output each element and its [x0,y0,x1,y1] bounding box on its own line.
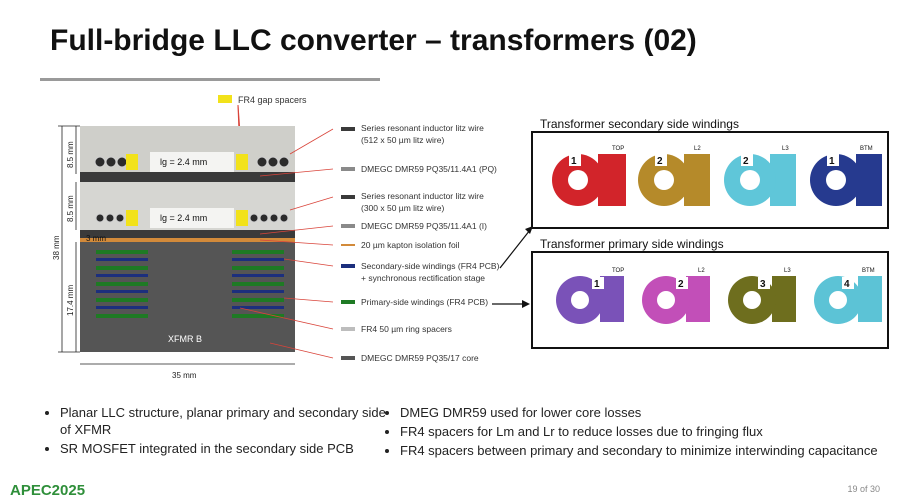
callout-primary: Primary-side windings (FR4 PCB) [361,297,488,307]
primary-num-btm: 4 [844,279,850,290]
bullet-item: DMEG DMR59 used for lower core losses [400,404,880,421]
transformer-diagram: FR4 gap spacers lg = 2.4 mm lg = 2.4 mm [52,95,889,380]
bullet-item: FR4 spacers between primary and secondar… [400,442,880,459]
callout-secondary: Secondary-side windings (FR4 PCB) [361,261,500,271]
secondary-panel-title: Transformer secondary side windings [540,117,739,131]
page-number: 19 of 30 [847,484,880,494]
bullet-item: Planar LLC structure, planar primary and… [60,404,390,438]
gap-label-1: lg = 2.4 mm [160,157,207,167]
gap-spacer-4 [236,210,248,226]
dim-3: 3 mm [86,234,106,243]
primary-layer-top-label: TOP [612,268,624,274]
primary-layer-l3-label: L3 [784,268,791,274]
title-underline [40,78,380,81]
primary-num-l2: 2 [678,279,684,290]
arrowhead-primary [522,300,530,308]
secondary-layer-btm: 1 BTM [810,146,882,206]
callout-core-pq: DMEGC DMR59 PQ35/11.4A1 (PQ) [361,164,497,174]
swatch-primary [341,300,355,304]
bullet-item: FR4 spacers for Lm and Lr to reduce loss… [400,423,880,440]
callout-litz-2: Series resonant inductor litz wire [361,191,484,201]
swatch-secondary [341,264,355,268]
primary-num-l3: 3 [760,279,766,290]
page-title: Full-bridge LLC converter – transformers… [50,24,697,57]
swatch-core-pq [341,167,355,171]
secondary-num-top: 1 [571,156,577,167]
callout-kapton: 20 µm kapton isolation foil [361,240,460,250]
secondary-num-l3: 2 [743,156,749,167]
callout-sr-stage: + synchronous rectification stage [361,273,485,283]
dim-17-4: 17.4 mm [66,285,75,316]
primary-layer-top: 1 TOP [556,268,624,324]
dim-38: 38 mm [52,235,61,260]
secondary-layer-l2-label: L2 [694,146,701,152]
swatch-ring-spacers [341,327,355,331]
apec-logo: APEC2025 [10,482,86,499]
primary-layer-btm: 4 BTM [814,268,882,324]
gap-spacer-2 [236,154,248,170]
kapton-foil [80,238,295,242]
callout-core-17: DMEGC DMR59 PQ35/17 core [361,353,479,363]
callout-ring-spacers: FR4 50 µm ring spacers [361,324,452,334]
callout-litz-1: Series resonant inductor litz wire [361,123,484,133]
secondary-layer-l2: 2 L2 [638,146,710,206]
callout-litz-2-spec: (300 x 50 µm litz wire) [361,203,444,213]
swatch-kapton [341,244,355,246]
primary-panel-title: Transformer primary side windings [540,237,724,251]
secondary-layer-top: 1 TOP [552,146,626,206]
bullet-item: SR MOSFET integrated in the secondary si… [60,440,390,457]
dimension-lines [58,125,295,365]
callout-core-i: DMEGC DMR59 PQ35/11.4A1 (I) [361,221,487,231]
callout-leaders [239,128,334,359]
bullet-list-right: DMEG DMR59 used for lower core losses FR… [380,404,880,461]
core-plate-2 [80,230,295,238]
primary-layer-btm-label: BTM [862,268,875,274]
gap-spacer-legend-swatch [218,95,232,103]
dim-35: 35 mm [172,371,197,380]
gap-spacer-legend-label: FR4 gap spacers [238,95,307,105]
secondary-layer-l3-label: L3 [782,146,789,152]
bullet-list-left: Planar LLC structure, planar primary and… [40,404,390,459]
cross-section: FR4 gap spacers lg = 2.4 mm lg = 2.4 mm [52,95,533,380]
secondary-layer-top-label: TOP [612,146,624,152]
dim-8-5-top: 8.5 mm [66,141,75,168]
arrow-to-secondary-panel [499,229,531,269]
secondary-panel: Transformer secondary side windings 1 TO… [531,117,889,229]
secondary-layer-btm-label: BTM [860,146,873,152]
litz-wire-bundle-1 [94,156,290,168]
xfmr-label: XFMR B [168,334,202,344]
primary-panel: Transformer primary side windings 1 TOP … [531,237,889,349]
inductor-gap-1 [150,152,234,172]
core-plate-1 [80,172,295,182]
callout-litz-1-spec: (512 x 50 µm litz wire) [361,135,444,145]
pcb-windings-right [232,250,284,318]
primary-layer-l3: 3 L3 [728,268,796,324]
swatch-core-17 [341,356,355,360]
inductor-gap-2 [150,208,234,228]
gap-label-2: lg = 2.4 mm [160,213,207,223]
swatch-litz-2 [341,195,355,199]
primary-layer-l2: 2 L2 [642,268,710,324]
dim-8-5-mid: 8.5 mm [66,195,75,222]
secondary-layer-l3: 2 L3 [724,146,796,206]
pcb-windings-left [96,250,148,318]
swatch-core-i [341,224,355,228]
secondary-num-l2: 2 [657,156,663,167]
swatch-litz-1 [341,127,355,131]
secondary-num-btm: 1 [829,156,835,167]
primary-num-top: 1 [594,279,600,290]
primary-layer-l2-label: L2 [698,268,705,274]
gap-spacer-1 [126,154,138,170]
gap-spacer-3 [126,210,138,226]
